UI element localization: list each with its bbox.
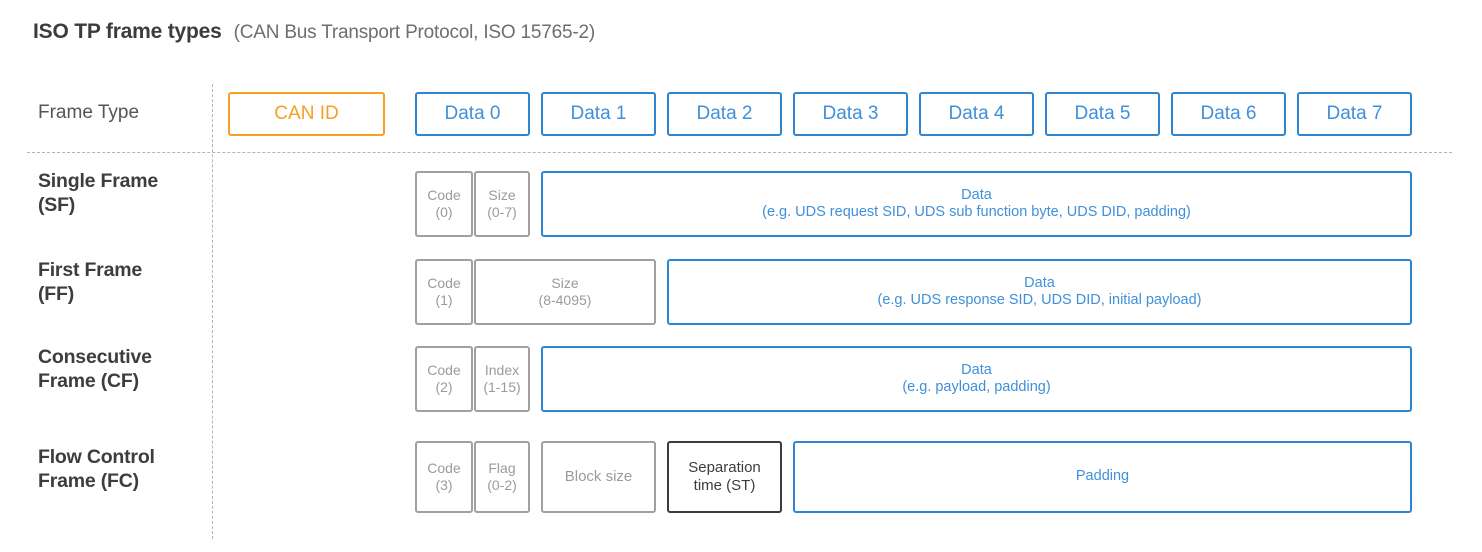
- fc-flag-value: (0-2): [487, 477, 517, 493]
- row-label-consecutive-frame-line1: Consecutive: [38, 346, 152, 368]
- row-label-flow-control-frame: Flow Control Frame (FC): [38, 446, 208, 494]
- row-label-consecutive-frame-line2: Frame (CF): [38, 369, 139, 392]
- header-cell-data-2: Data 2: [667, 92, 782, 136]
- fc-flag-label: Flag: [488, 460, 516, 477]
- fc-flag-cell: Flag (0-2): [474, 441, 530, 513]
- fc-separation-time-label-line2: time (ST): [693, 477, 756, 494]
- ff-size-label: Size: [551, 275, 579, 292]
- header-cell-data-3: Data 3: [793, 92, 908, 136]
- fc-padding-cell: Padding: [793, 441, 1412, 513]
- header-cell-can-id: CAN ID: [228, 92, 385, 136]
- sf-code-cell: Code (0): [415, 171, 473, 237]
- row-label-single-frame-line2: (SF): [38, 193, 76, 216]
- ff-code-cell: Code (1): [415, 259, 473, 325]
- cf-code-label: Code: [427, 362, 461, 379]
- header-cell-data-3-label: Data 3: [822, 102, 879, 124]
- sf-size-value: (0-7): [487, 204, 517, 220]
- header-cell-data-6-label: Data 6: [1200, 102, 1257, 124]
- row-label-single-frame: Single Frame (SF): [38, 170, 208, 218]
- cf-data-cell: Data (e.g. payload, padding): [541, 346, 1412, 412]
- row-label-first-frame: First Frame (FF): [38, 259, 208, 307]
- header-cell-data-5-label: Data 5: [1074, 102, 1131, 124]
- header-cell-data-4: Data 4: [919, 92, 1034, 136]
- title-main: ISO TP frame types: [33, 20, 222, 43]
- ff-data-description: (e.g. UDS response SID, UDS DID, initial…: [877, 292, 1202, 308]
- sf-size-label: Size: [488, 187, 516, 204]
- header-cell-data-0-label: Data 0: [444, 102, 501, 124]
- cf-index-cell: Index (1-15): [474, 346, 530, 412]
- ff-data-cell: Data (e.g. UDS response SID, UDS DID, in…: [667, 259, 1412, 325]
- title-subtitle: (CAN Bus Transport Protocol, ISO 15765-2…: [233, 22, 596, 43]
- ff-code-label: Code: [427, 275, 461, 292]
- header-cell-data-6: Data 6: [1171, 92, 1286, 136]
- header-cell-data-2-label: Data 2: [696, 102, 753, 124]
- sf-code-value: (0): [435, 204, 453, 220]
- header-row-label: Frame Type: [38, 102, 140, 123]
- ff-size-cell: Size (8-4095): [474, 259, 656, 325]
- header-cell-data-1-label: Data 1: [570, 102, 627, 124]
- header-cell-data-1: Data 1: [541, 92, 656, 136]
- header-cell-data-0: Data 0: [415, 92, 530, 136]
- diagram-title: ISO TP frame types (CAN Bus Transport Pr…: [33, 20, 595, 44]
- header-cell-data-5: Data 5: [1045, 92, 1160, 136]
- row-label-single-frame-line1: Single Frame: [38, 170, 159, 192]
- header-cell-data-4-label: Data 4: [948, 102, 1005, 124]
- cf-index-label: Index: [484, 362, 520, 379]
- cf-data-label: Data: [961, 361, 992, 378]
- fc-code-cell: Code (3): [415, 441, 473, 513]
- fc-separation-time-cell: Separation time (ST): [667, 441, 782, 513]
- sf-data-description: (e.g. UDS request SID, UDS sub function …: [762, 204, 1191, 220]
- ff-data-label: Data: [1024, 274, 1055, 291]
- ff-code-value: (1): [435, 292, 453, 308]
- fc-padding-label: Padding: [1075, 468, 1130, 485]
- vertical-divider: [212, 84, 213, 539]
- cf-code-value: (2): [435, 379, 453, 395]
- fc-code-value: (3): [435, 477, 453, 493]
- row-label-flow-control-frame-line2: Frame (FC): [38, 469, 139, 492]
- row-label-first-frame-line1: First Frame: [38, 259, 143, 281]
- fc-separation-time-label-line1: Separation: [688, 459, 761, 476]
- row-label-consecutive-frame: Consecutive Frame (CF): [38, 346, 208, 394]
- sf-data-label: Data: [961, 186, 992, 203]
- header-cell-data-7-label: Data 7: [1326, 102, 1383, 124]
- cf-code-cell: Code (2): [415, 346, 473, 412]
- cf-index-value: (1-15): [483, 379, 521, 395]
- cf-data-description: (e.g. payload, padding): [902, 379, 1051, 395]
- fc-block-size-cell: Block size: [541, 441, 656, 513]
- header-cell-can-id-label: CAN ID: [274, 102, 339, 124]
- horizontal-divider: [27, 152, 1452, 153]
- header-cell-data-7: Data 7: [1297, 92, 1412, 136]
- fc-code-label: Code: [427, 460, 461, 477]
- row-label-flow-control-frame-line1: Flow Control: [38, 446, 155, 468]
- ff-size-value: (8-4095): [538, 292, 592, 308]
- row-label-first-frame-line2: (FF): [38, 282, 75, 305]
- sf-code-label: Code: [427, 187, 461, 204]
- sf-data-cell: Data (e.g. UDS request SID, UDS sub func…: [541, 171, 1412, 237]
- sf-size-cell: Size (0-7): [474, 171, 530, 237]
- fc-block-size-label: Block size: [564, 468, 633, 485]
